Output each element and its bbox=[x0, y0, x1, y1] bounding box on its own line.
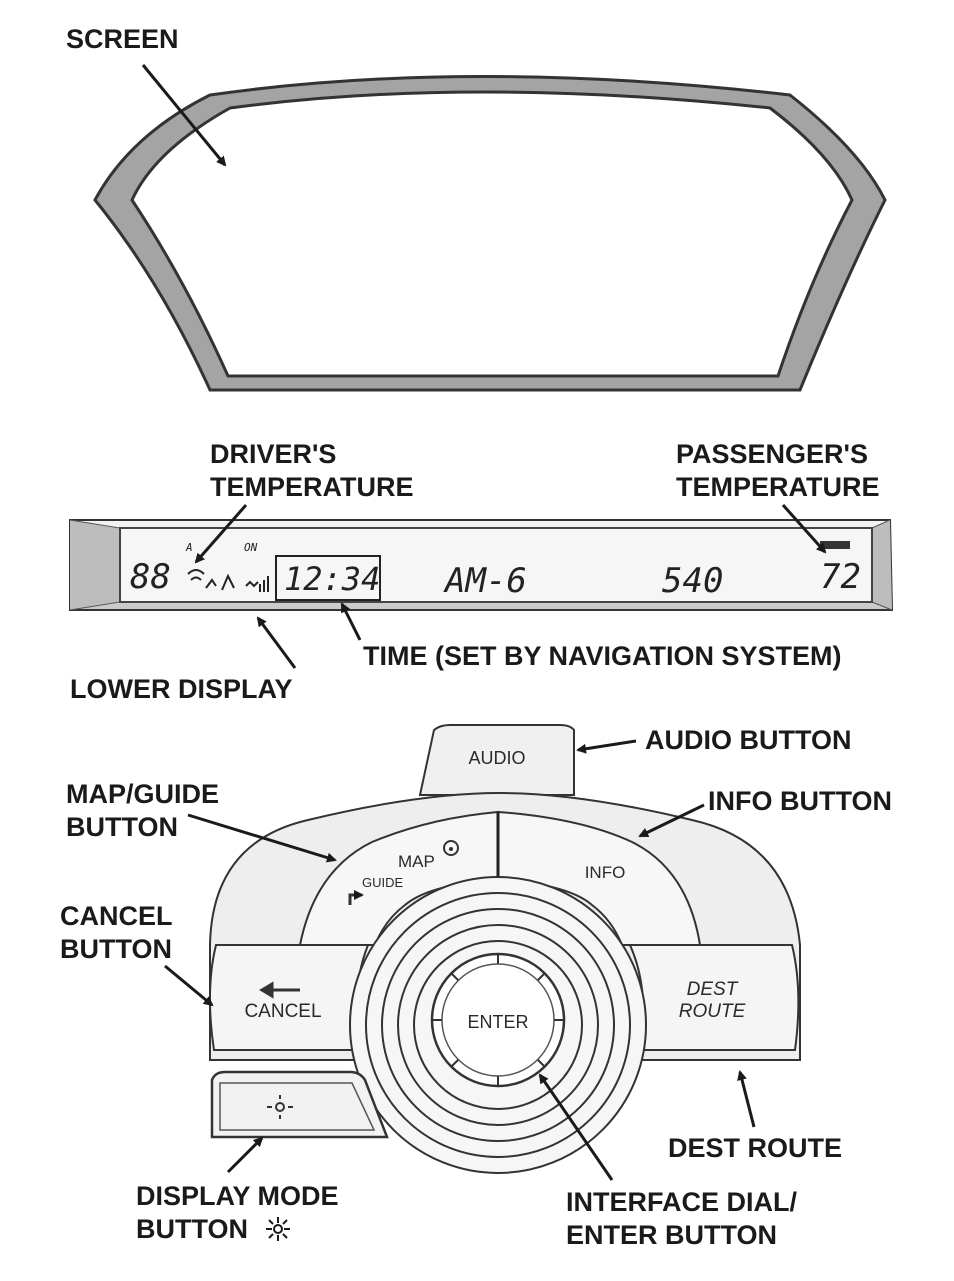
arrow-info-button bbox=[638, 803, 705, 838]
lcd-band: AM-6 bbox=[443, 561, 527, 601]
return-arrow-icon bbox=[259, 981, 300, 999]
arrow-screen bbox=[141, 64, 227, 167]
label-passengers-temperature: PASSENGER'S TEMPERATURE bbox=[676, 438, 880, 504]
arrow-dest-route bbox=[737, 1070, 756, 1128]
label-dest-route-text: DEST ROUTE bbox=[668, 1133, 843, 1163]
callout-arrows bbox=[141, 64, 827, 1181]
enter-button[interactable] bbox=[430, 952, 566, 1088]
label-cancel-button: CANCEL BUTTON bbox=[60, 900, 173, 966]
arrow-cancel-button bbox=[164, 964, 214, 1007]
lcd-ac-label: A bbox=[185, 541, 193, 554]
label-interface-dial: INTERFACE DIAL/ ENTER BUTTON bbox=[566, 1186, 797, 1252]
label-screen: SCREEN bbox=[66, 23, 179, 56]
lcd-driver-temp: 88 bbox=[130, 557, 171, 597]
info-button[interactable] bbox=[497, 810, 702, 946]
lcd-frequency: 540 bbox=[662, 561, 723, 601]
screen bbox=[93, 75, 887, 392]
label-time-text: TIME (SET BY NAVIGATION SYSTEM) bbox=[363, 641, 842, 671]
arrow-map-guide bbox=[187, 813, 337, 863]
lcd-time: 12:34 bbox=[284, 560, 380, 598]
turn-arrow-icon bbox=[348, 890, 364, 905]
audio-button[interactable] bbox=[418, 724, 575, 796]
label-display-mode-line1: DISPLAY MODE bbox=[136, 1181, 339, 1211]
lcd-time-box bbox=[275, 555, 381, 601]
dest-route-button[interactable] bbox=[628, 944, 800, 1051]
label-drivers-temperature: DRIVER'S TEMPERATURE bbox=[210, 438, 414, 504]
label-display-mode-line2-row: BUTTON bbox=[136, 1213, 339, 1246]
lower-display: 88 A ON 12:34 AM-6 540 72 bbox=[69, 519, 894, 611]
map-button-label: MAP bbox=[398, 852, 435, 871]
label-interface-line1: INTERFACE DIAL/ bbox=[566, 1187, 798, 1217]
sun-moon-icon bbox=[265, 1217, 315, 1241]
cancel-button[interactable] bbox=[208, 944, 370, 1051]
enter-button-label: ENTER bbox=[467, 1012, 528, 1032]
label-info-button: INFO BUTTON bbox=[708, 785, 892, 818]
label-map-guide-line1: MAP/GUIDE bbox=[66, 779, 220, 809]
screen-glass[interactable] bbox=[130, 90, 854, 378]
label-lower-display-text: LOWER DISPLAY bbox=[70, 674, 293, 704]
display-mode-button[interactable] bbox=[210, 1070, 389, 1139]
route-button-label: ROUTE bbox=[679, 1001, 746, 1022]
guide-button-label: GUIDE bbox=[362, 875, 404, 890]
lcd-on-label: ON bbox=[244, 541, 258, 554]
fan-mode-icon bbox=[187, 569, 269, 592]
label-interface-line2: ENTER BUTTON bbox=[566, 1220, 778, 1250]
audio-button-label: AUDIO bbox=[468, 748, 525, 768]
label-passengers-temperature-line2: TEMPERATURE bbox=[676, 472, 880, 502]
label-info-button-text: INFO BUTTON bbox=[708, 786, 892, 816]
label-audio-button-text: AUDIO BUTTON bbox=[645, 725, 852, 755]
label-audio-button: AUDIO BUTTON bbox=[645, 724, 852, 757]
sun-moon-icon bbox=[267, 1095, 303, 1119]
lcd-passenger-temp: 72 bbox=[820, 557, 861, 597]
info-button-label: INFO bbox=[585, 863, 626, 882]
lcd-panel bbox=[119, 527, 873, 603]
arrow-audio-button bbox=[576, 739, 637, 754]
label-map-guide-button: MAP/GUIDE BUTTON bbox=[66, 778, 219, 844]
cancel-button-label: CANCEL bbox=[244, 1001, 321, 1022]
label-map-guide-line2: BUTTON bbox=[66, 812, 178, 842]
map-guide-button[interactable] bbox=[298, 810, 499, 946]
label-drivers-temperature-line1: DRIVER'S bbox=[210, 439, 337, 469]
passenger-indicator-icon bbox=[820, 541, 850, 549]
label-passengers-temperature-line1: PASSENGER'S bbox=[676, 439, 868, 469]
arrow-passengers-temp bbox=[781, 504, 827, 554]
label-screen-text: SCREEN bbox=[66, 24, 179, 54]
arrow-drivers-temp bbox=[194, 504, 248, 564]
label-drivers-temperature-line2: TEMPERATURE bbox=[210, 472, 414, 502]
control-panel: AUDIO MAP GUIDE INFO CANCEL DEST ROUTE bbox=[208, 724, 801, 1174]
arrow-display-mode bbox=[226, 1136, 264, 1174]
dest-button-label: DEST bbox=[687, 979, 739, 1000]
compass-icon bbox=[443, 840, 459, 856]
arrow-time bbox=[340, 602, 362, 641]
arrow-interface-dial bbox=[538, 1073, 614, 1181]
label-lower-display: LOWER DISPLAY bbox=[70, 673, 293, 706]
label-cancel-line1: CANCEL bbox=[60, 901, 173, 931]
label-cancel-line2: BUTTON bbox=[60, 934, 172, 964]
label-display-mode-button: DISPLAY MODE BUTTON bbox=[136, 1180, 339, 1246]
label-time: TIME (SET BY NAVIGATION SYSTEM) bbox=[363, 640, 842, 673]
arrow-lower-display bbox=[256, 616, 297, 669]
label-dest-route: DEST ROUTE bbox=[668, 1132, 842, 1165]
label-display-mode-line2: BUTTON bbox=[136, 1214, 248, 1244]
